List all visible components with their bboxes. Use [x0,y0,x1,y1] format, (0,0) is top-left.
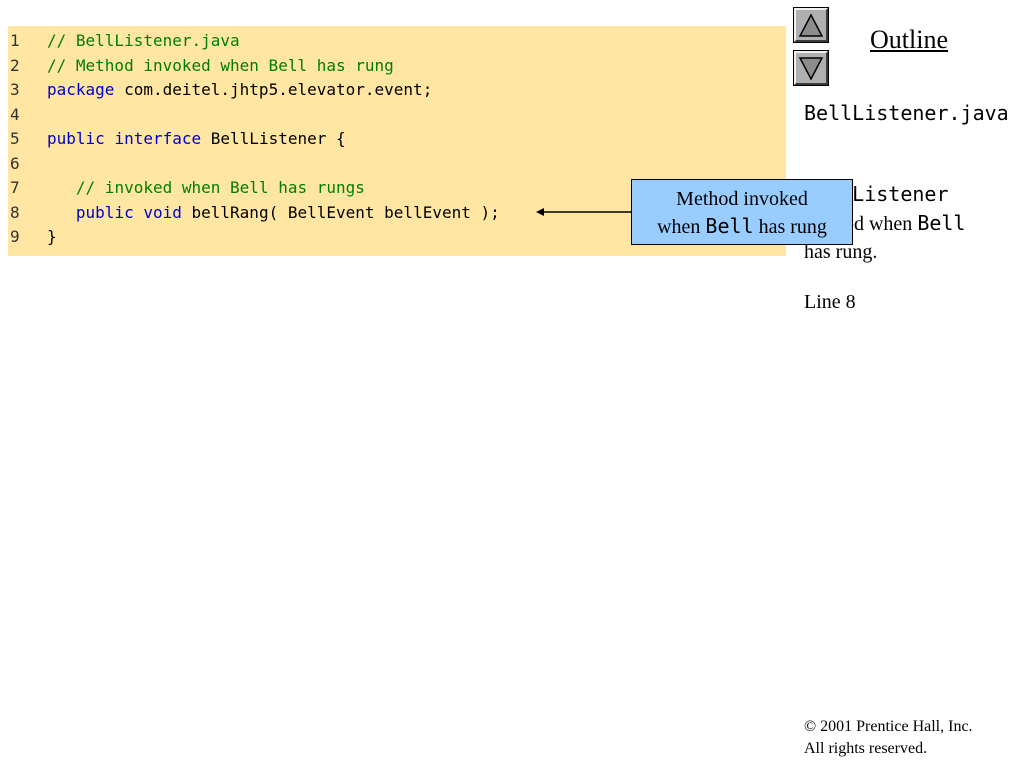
line-number: 2 [10,55,20,75]
code-listing: 1 // BellListener.java 2 // Method invoked … [8,26,786,256]
code-keyword: interface [114,129,202,148]
code-token [47,178,76,197]
code-token: com.deitel.jhtp5.elevator.event; [114,80,433,99]
callout-box: Method invoked when Bell has rung [631,179,853,245]
outline-desc-end: has rung. [804,241,878,263]
code-text: package com.deitel.jhtp5.elevator.event; [47,78,432,102]
callout-line1: Method invoked [676,188,808,210]
callout-line2-code: Bell [705,214,754,238]
code-comment: // invoked when Bell has rungs [75,178,365,197]
code-keyword: public [47,129,105,148]
code-text: public interface BellListener { [47,127,346,151]
code-text: public void bellRang( BellEvent bellEven… [47,201,500,225]
code-text: // Method invoked when Bell has rung [47,54,394,78]
line-number: 8 [10,202,20,222]
code-text: // BellListener.java [47,29,240,53]
triangle-down-icon [798,57,824,81]
line-number: 4 [10,104,20,124]
code-token [134,203,144,222]
code-comment: // Method invoked when Bell has rung [47,55,394,75]
outline-filename: BellListener.java [804,101,1009,125]
callout-line2-prefix: when [657,216,706,238]
line-number: 3 [10,80,20,99]
code-token: } [47,227,57,246]
code-text: } [47,225,57,249]
code-keyword: void [143,202,182,222]
triangle-up-icon [798,13,824,37]
line-number: 7 [10,178,20,197]
code-text: // invoked when Bell has rungs [47,176,365,200]
outline-desc-code2: Bell [917,211,966,235]
outline-line-ref: Line 8 [804,291,856,313]
line-number: 1 [10,31,20,50]
code-comment: // BellListener.java [47,31,240,50]
callout-arrow [536,208,632,216]
callout-line2-suffix: has rung [753,216,827,238]
code-token [105,129,115,148]
copyright-text: © 2001 Prentice Hall, Inc. [804,718,973,735]
line-number: 9 [10,227,20,246]
code-token: bellRang( BellEvent bellEvent ); [181,202,500,222]
rights-text: All rights reserved. [804,740,928,757]
outline-link[interactable]: Outline [870,25,948,54]
line-number: 5 [10,129,20,148]
next-slide-button[interactable] [793,50,829,86]
code-keyword: public [75,202,134,222]
line-number: 6 [10,153,20,173]
previous-slide-button[interactable] [793,7,829,43]
code-token [47,203,76,222]
code-token: BellListener { [201,129,346,148]
footer: © 2001 Prentice Hall, Inc. All rights re… [804,716,973,760]
code-keyword: package [47,80,115,99]
